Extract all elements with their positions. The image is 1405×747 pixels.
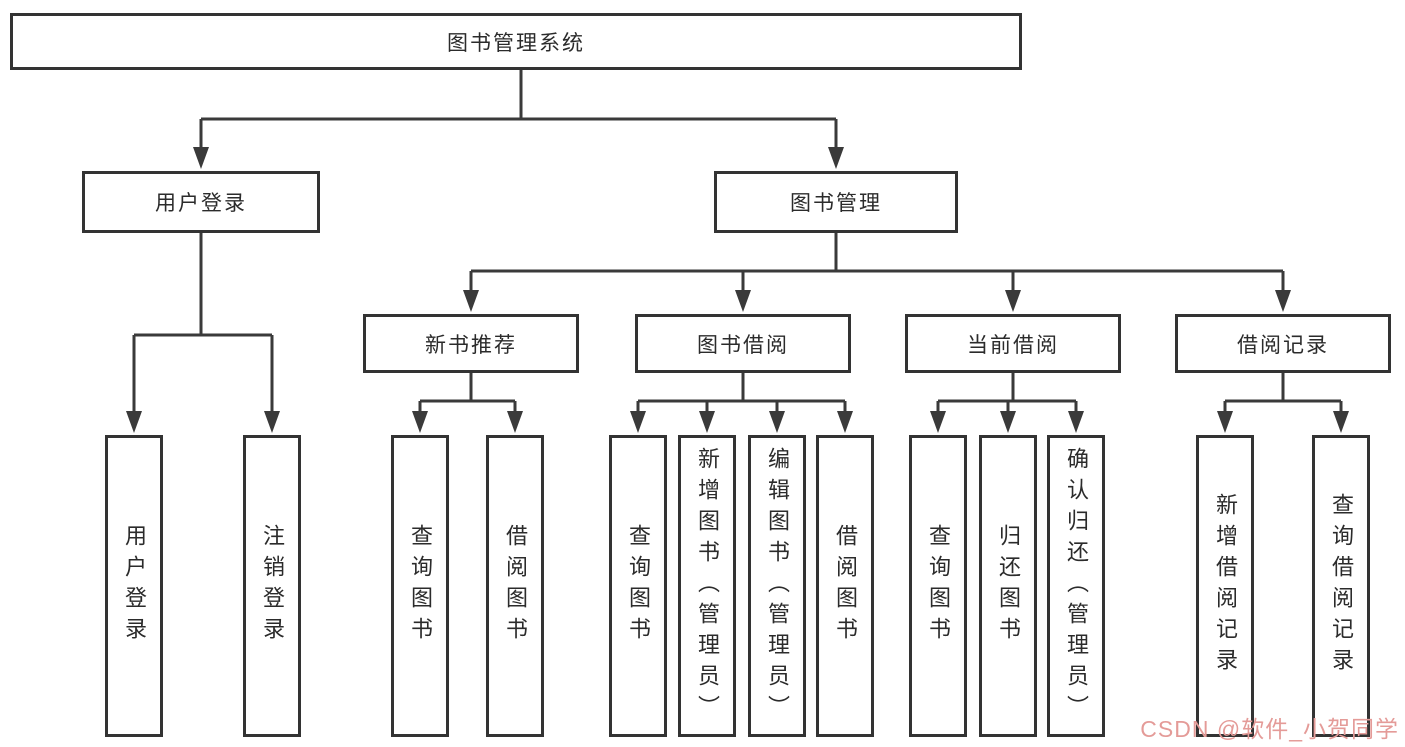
node-leaf-borrow-books-1-label: 借阅图书 [503, 524, 528, 648]
node-leaf-query-borrow-record-label: 查询借阅记录 [1329, 493, 1354, 679]
node-root-system: 图书管理系统 [10, 13, 1022, 70]
connector-book-management-to-level3 [469, 233, 1285, 295]
node-leaf-query-borrow-record: 查询借阅记录 [1312, 435, 1370, 737]
node-leaf-borrow-books-2-label: 借阅图书 [833, 524, 858, 648]
node-leaf-edit-books-admin-label: 编辑图书（管理员） [765, 446, 790, 726]
arrowhead-icons [126, 147, 1349, 433]
node-leaf-user-login: 用户登录 [105, 435, 163, 737]
node-leaf-query-books-3-label: 查询图书 [926, 524, 951, 648]
node-leaf-borrow-books-2: 借阅图书 [816, 435, 874, 737]
node-leaf-add-borrow-record-label: 新增借阅记录 [1213, 493, 1238, 679]
node-leaf-logout: 注销登录 [243, 435, 301, 737]
node-root-label: 图书管理系统 [447, 31, 585, 55]
node-leaf-add-borrow-record: 新增借阅记录 [1196, 435, 1254, 737]
connector-root-to-level2 [199, 70, 838, 152]
node-book-borrow-label: 图书借阅 [697, 333, 789, 357]
node-leaf-query-books-3: 查询图书 [909, 435, 967, 737]
node-borrow-records: 借阅记录 [1175, 314, 1391, 373]
node-leaf-confirm-return-admin: 确认归还（管理员） [1047, 435, 1105, 737]
node-leaf-confirm-return-admin-label: 确认归还（管理员） [1064, 446, 1089, 726]
node-user-login: 用户登录 [82, 171, 320, 233]
node-book-management: 图书管理 [714, 171, 958, 233]
node-leaf-user-login-label: 用户登录 [122, 524, 147, 648]
node-leaf-return-books: 归还图书 [979, 435, 1037, 737]
node-leaf-add-books-admin: 新增图书（管理员） [678, 435, 736, 737]
node-new-book-recommend-label: 新书推荐 [425, 333, 517, 357]
node-leaf-edit-books-admin: 编辑图书（管理员） [748, 435, 806, 737]
node-leaf-query-books-1: 查询图书 [391, 435, 449, 737]
node-user-login-label: 用户登录 [155, 192, 247, 215]
node-current-borrow: 当前借阅 [905, 314, 1121, 373]
node-book-borrow: 图书借阅 [635, 314, 851, 373]
csdn-watermark: CSDN @软件_小贺同学 [1140, 716, 1399, 742]
node-leaf-add-books-admin-label: 新增图书（管理员） [695, 446, 720, 726]
connector-current-to-leaves [936, 373, 1078, 416]
node-new-book-recommend: 新书推荐 [363, 314, 579, 373]
connector-user-login-to-leaves [132, 233, 274, 416]
connector-records-to-leaves [1223, 373, 1343, 416]
node-leaf-return-books-label: 归还图书 [996, 524, 1021, 648]
node-book-management-label: 图书管理 [790, 192, 882, 215]
node-leaf-query-books-2: 查询图书 [609, 435, 667, 737]
node-current-borrow-label: 当前借阅 [967, 333, 1059, 357]
connector-borrow-to-leaves [636, 373, 847, 416]
node-leaf-query-books-1-label: 查询图书 [408, 524, 433, 648]
node-leaf-query-books-2-label: 查询图书 [626, 524, 651, 648]
node-leaf-borrow-books-1: 借阅图书 [486, 435, 544, 737]
connector-new-book-to-leaves [418, 373, 517, 416]
node-leaf-logout-label: 注销登录 [260, 524, 285, 648]
node-borrow-records-label: 借阅记录 [1237, 333, 1329, 357]
